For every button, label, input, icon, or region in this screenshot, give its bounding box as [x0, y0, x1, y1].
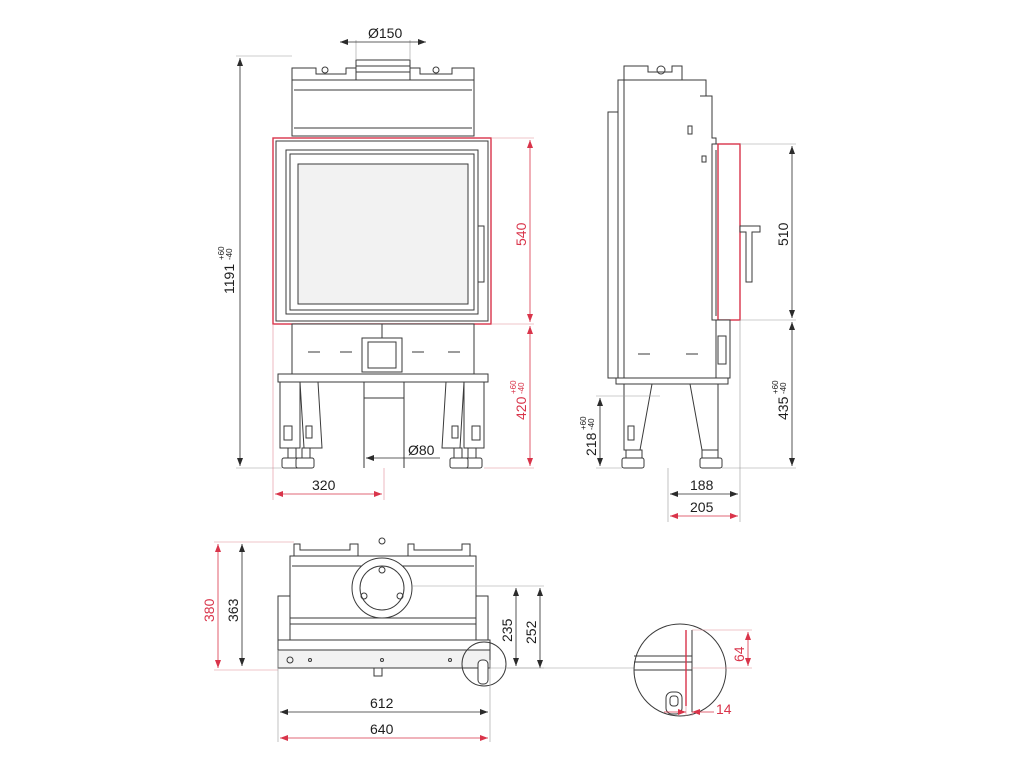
front-view-dimensions: Ø150 1191 +60 -40 540 420 +60 -40 Ø80 32…: [217, 25, 534, 500]
detail-view-dimensions: 64 14: [664, 629, 752, 717]
flue-offset-label: 235: [499, 618, 515, 642]
opening-height-label: 540: [513, 222, 529, 246]
body-depth-label: 363: [225, 598, 241, 622]
total-depth-label: 205: [690, 499, 714, 515]
detail-view: [506, 623, 727, 717]
door-height-label: 510: [775, 222, 791, 246]
base-height-tol-minus: -40: [517, 382, 526, 394]
base-height-tol-plus: +60: [509, 380, 518, 394]
depth-label: 188: [690, 477, 714, 493]
top-view: [277, 537, 507, 687]
body-width-label: 612: [370, 695, 394, 711]
side-view-dimensions: 510 435 +60 -40 218 +60 -40 188 205: [579, 143, 796, 522]
side-view: [607, 65, 761, 469]
inlet-offset-label: 320: [312, 477, 336, 493]
base-height-label: 420: [513, 396, 529, 420]
inlet-height-tol-minus: -40: [587, 418, 596, 430]
side-base-height-tol-minus: -40: [779, 382, 788, 394]
total-width-label: 640: [370, 721, 394, 737]
inlet-height-tol-plus: +60: [579, 416, 588, 430]
side-base-height-label: 435: [775, 396, 791, 420]
inlet-height-label: 218: [583, 432, 599, 456]
total-height-tol-minus: -40: [225, 248, 234, 260]
side-base-height-tol-plus: +60: [771, 380, 780, 394]
frame-height-label: 64: [731, 646, 747, 662]
flue-offset-outer-label: 252: [523, 620, 539, 644]
total-height-label: 1191: [221, 264, 237, 294]
top-view-dimensions: 380 363 235 252 612 640: [201, 541, 544, 742]
air-inlet-diameter-label: Ø80: [408, 442, 435, 458]
total-height-tol-plus: +60: [217, 246, 226, 260]
front-view: [272, 59, 492, 469]
flue-diameter-label: Ø150: [368, 25, 402, 41]
top-total-depth-label: 380: [201, 598, 217, 622]
frame-offset-label: 14: [716, 701, 732, 717]
